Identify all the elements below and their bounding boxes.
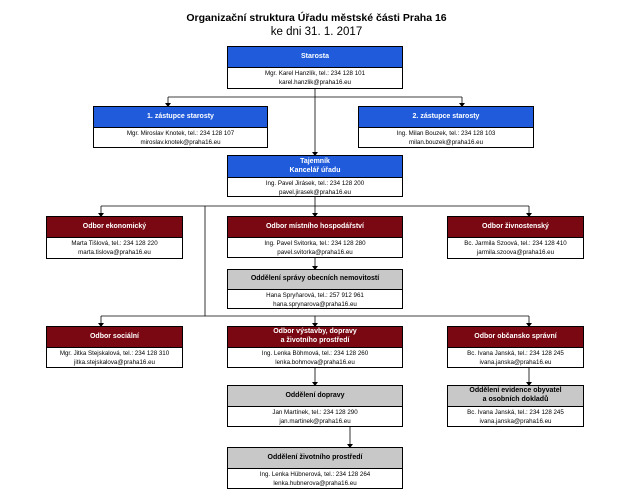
- node-header-line: Starosta: [300, 52, 329, 60]
- node-header-line: Oddělení správy obecních nemovitostí: [250, 275, 380, 283]
- node-odbor-mistniho-hospodarstvi: Odbor místního hospodářství Ing. Pavel S…: [227, 216, 403, 258]
- node-zastupce-1-email: miroslav.knotek@praha16.eu: [140, 139, 221, 146]
- node-odbor-ekonomicky-email: marta.tislova@praha16.eu: [78, 249, 151, 256]
- node-header-line: Oddělení evidence obyvatel: [469, 387, 562, 395]
- node-starosta-title: Starosta: [228, 47, 402, 68]
- node-header-line: 1. zástupce starosty: [147, 112, 214, 120]
- node-header-line: 2. zástupce starosty: [412, 112, 480, 120]
- node-odbor-zivnostensky: Odbor živnostenský Bc. Jarmila Szoová, t…: [447, 216, 584, 259]
- node-header-line: Odbor výstavby, dopravy: [273, 328, 357, 336]
- node-odbor-obcansko-spravni-email: ivana.janska@praha16.eu: [479, 359, 552, 366]
- node-header-line: Kancelář úřadu: [289, 166, 341, 174]
- chart-title: Organizační struktura Úřadu městské část…: [186, 12, 447, 24]
- node-zastupce-1: 1. zástupce starosty Mgr. Miroslav Knote…: [93, 106, 268, 148]
- node-odbor-vystavby-person: Ing. Lenka Böhmová, tel.: 234 128 260: [261, 350, 369, 357]
- node-zastupce-1-title: 1. zástupce starosty: [94, 107, 267, 128]
- node-header-line: Odbor místního hospodářství: [265, 222, 364, 230]
- node-odbor-socialni-person: Mgr. Jitka Stejskalová, tel.: 234 128 31…: [59, 350, 170, 357]
- node-zastupce-2-person: Ing. Milan Bouzek, tel.: 234 128 103: [396, 130, 496, 137]
- node-oddeleni-evidence-obyvatel-person: Bc. Ivana Janská, tel.: 234 128 245: [467, 409, 564, 416]
- node-header-line: Odbor ekonomický: [82, 222, 147, 230]
- node-zastupce-2: 2. zástupce starosty Ing. Milan Bouzek, …: [358, 106, 534, 148]
- node-odbor-obcansko-spravni-person: Bc. Ivana Janská, tel.: 234 128 245: [467, 350, 564, 357]
- node-oddeleni-zivotniho-prostredi-title: Oddělení životního prostředí: [228, 448, 402, 469]
- node-odbor-socialni-title: Odbor sociální: [47, 327, 182, 348]
- node-odbor-zivnostensky-email: jarmila.szoova@praha16.eu: [476, 249, 555, 256]
- node-oddeleni-zivotniho-prostredi-email: lenka.hubnerova@praha16.eu: [273, 480, 357, 487]
- node-odbor-mistniho-hospodarstvi-title: Odbor místního hospodářství: [228, 217, 402, 238]
- node-header-line: Odbor sociální: [89, 332, 139, 340]
- node-oddeleni-spravy-nemovitosti: Oddělení správy obecních nemovitostí Han…: [227, 269, 403, 309]
- node-tajemnik-email: pavel.jirasek@praha16.eu: [279, 189, 351, 196]
- node-odbor-ekonomicky-title: Odbor ekonomický: [47, 217, 182, 238]
- node-tajemnik-person: Ing. Pavel Jirásek, tel.: 234 128 200: [265, 180, 365, 187]
- node-header-line: Oddělení dopravy: [285, 391, 345, 399]
- node-header-line: a životního prostředí: [280, 337, 350, 344]
- node-header-line: Odbor občansko správní: [474, 332, 557, 340]
- node-odbor-socialni: Odbor sociální Mgr. Jitka Stejskalová, t…: [46, 326, 183, 368]
- node-oddeleni-zivotniho-prostredi-person: Ing. Lenka Hübnerová, tel.: 234 128 264: [259, 471, 371, 478]
- node-oddeleni-zivotniho-prostredi: Oddělení životního prostředí Ing. Lenka …: [227, 447, 403, 489]
- node-oddeleni-evidence-obyvatel-email: ivana.janska@praha16.eu: [479, 418, 552, 425]
- node-odbor-obcansko-spravni-title: Odbor občansko správní: [448, 327, 583, 348]
- node-oddeleni-dopravy-title: Oddělení dopravy: [228, 386, 402, 407]
- node-odbor-mistniho-hospodarstvi-email: pavel.svitorka@praha16.eu: [277, 249, 353, 256]
- node-odbor-socialni-email: jitka.stejskalova@praha16.eu: [74, 359, 155, 366]
- node-oddeleni-spravy-nemovitosti-title: Oddělení správy obecních nemovitostí: [228, 270, 402, 290]
- node-odbor-obcansko-spravni: Odbor občansko správní Bc. Ivana Janská,…: [447, 326, 584, 368]
- node-starosta-person: Mgr. Karel Hanzlík, tel.: 234 128 101: [264, 70, 366, 77]
- node-zastupce-2-email: milan.bouzek@praha16.eu: [408, 139, 484, 146]
- node-header-line: Tajemník: [300, 157, 330, 165]
- node-odbor-ekonomicky-person: Marta Tišlová, tel.: 234 128 220: [71, 240, 158, 247]
- node-starosta-email: karel.hanzlik@praha16.eu: [279, 79, 351, 86]
- node-header-line: Odbor živnostenský: [482, 222, 549, 230]
- node-oddeleni-dopravy-email: jan.martinek@praha16.eu: [279, 418, 351, 425]
- node-oddeleni-spravy-nemovitosti-person: Hana Spryňarová, tel.: 257 912 961: [266, 292, 364, 299]
- chart-subtitle: ke dni 31. 1. 2017: [270, 26, 363, 38]
- node-starosta: Starosta Mgr. Karel Hanzlík, tel.: 234 1…: [227, 46, 403, 89]
- node-odbor-vystavby-email: lenka.bohmova@praha16.eu: [275, 359, 355, 366]
- node-odbor-zivnostensky-title: Odbor živnostenský: [448, 217, 583, 238]
- node-header-line: a osobních dokladů: [482, 396, 549, 403]
- node-oddeleni-dopravy-person: Jan Martínek, tel.: 234 128 290: [272, 409, 358, 416]
- node-header-line: Oddělení životního prostředí: [267, 453, 363, 461]
- node-odbor-ekonomicky: Odbor ekonomický Marta Tišlová, tel.: 23…: [46, 216, 183, 259]
- node-odbor-mistniho-hospodarstvi-person: Ing. Pavel Svitorka, tel.: 234 128 280: [264, 240, 366, 247]
- node-oddeleni-spravy-nemovitosti-email: hana.sprynarova@praha16.eu: [273, 301, 357, 308]
- node-zastupce-2-title: 2. zástupce starosty: [359, 107, 533, 128]
- node-zastupce-1-person: Mgr. Miroslav Knotek, tel.: 234 128 107: [126, 130, 235, 137]
- node-odbor-zivnostensky-person: Bc. Jarmila Szoová, tel.: 234 128 410: [464, 240, 567, 247]
- node-oddeleni-dopravy: Oddělení dopravy Jan Martínek, tel.: 234…: [227, 385, 403, 427]
